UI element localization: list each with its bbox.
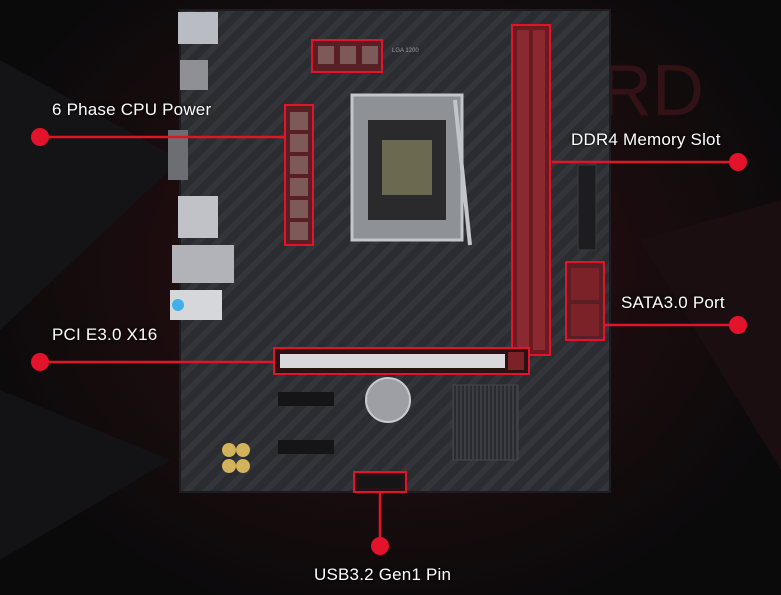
sata-port [571,268,599,300]
vrm-choke [340,46,356,64]
vrm-choke [290,134,308,152]
atx-power-connector [577,164,597,251]
socket-label: LGA 1200 [392,48,419,54]
chipset-heatsink [452,384,519,461]
audio-capacitor [222,459,236,473]
vrm-choke [290,112,308,130]
socket-lever [453,99,472,246]
sata-port [571,304,599,336]
io-port [168,130,188,180]
vrm-choke [362,46,378,64]
background-shape [0,390,170,560]
callout-dots [31,128,747,555]
io-port [172,245,234,283]
memory-slot-label: DDR4 Memory Slot [571,130,721,149]
audio-capacitor [222,443,236,457]
io-port [178,196,218,238]
callout-dot [729,153,747,171]
pcie-x1-slot [278,440,334,454]
background-shape [640,200,781,470]
io-port [180,60,208,90]
pcie-x16-slot [280,354,505,368]
io-port [178,12,218,44]
vrm-choke [290,222,308,240]
callout-dot [31,353,49,371]
vrm-choke [290,156,308,174]
callout-dot [371,537,389,555]
pcie-x1-slot [278,392,334,406]
callout-dot [729,316,747,334]
ddr4-slot [533,30,545,350]
cpu-socket-pins [382,140,432,195]
cmos-battery [365,377,411,423]
vrm-choke [318,46,334,64]
pcie-label: PCI E3.0 X16 [52,325,158,344]
callout-dot [31,128,49,146]
cpu-power-label: 6 Phase CPU Power [52,100,212,119]
audio-jack [172,299,184,311]
background-shape [0,60,180,330]
usb-header [359,476,401,488]
callout-lines [40,135,738,546]
vrm-choke [290,200,308,218]
ddr4-slot [517,30,529,350]
audio-capacitor [236,459,250,473]
vrm-choke [290,178,308,196]
pcie-latch [508,352,524,370]
background-watermark: RD [600,51,704,131]
sata-port-label: SATA3.0 Port [621,293,725,312]
usb-pin-label: USB3.2 Gen1 Pin [314,565,452,584]
audio-capacitor [236,443,250,457]
